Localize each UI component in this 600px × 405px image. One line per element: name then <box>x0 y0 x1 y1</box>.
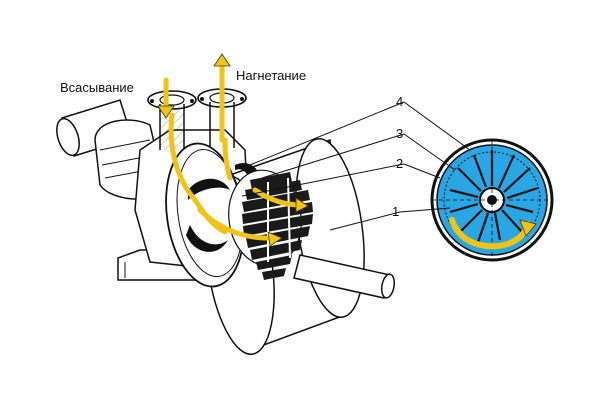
impeller-blades <box>449 150 539 243</box>
callout-1: 1 <box>392 204 399 219</box>
output-shaft <box>293 254 396 299</box>
suction-label: Всасывание <box>60 80 134 95</box>
callout-2: 2 <box>396 156 403 171</box>
cross-section <box>430 138 554 262</box>
callout-4: 4 <box>396 94 403 109</box>
rotor <box>228 169 313 280</box>
callout-3: 3 <box>396 126 403 141</box>
discharge-label: Нагнетание <box>236 68 306 83</box>
flow-arrow-heads <box>157 53 309 247</box>
leader-lines <box>241 101 471 231</box>
